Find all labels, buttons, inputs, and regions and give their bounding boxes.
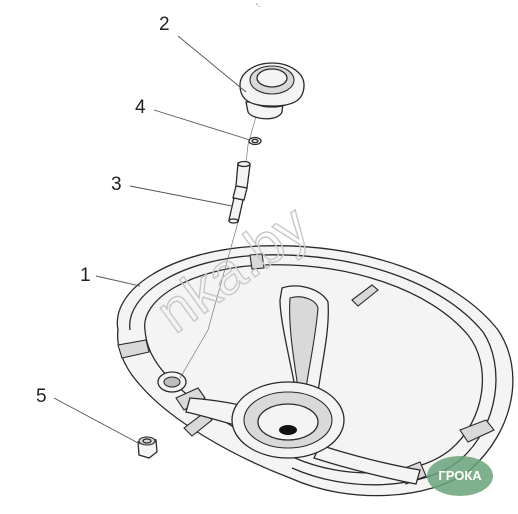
part-4-ring bbox=[248, 136, 262, 146]
top-mark: "- bbox=[256, 4, 260, 10]
site-badge: ГРОКА bbox=[427, 456, 493, 496]
hub-hole bbox=[279, 425, 297, 435]
part-1-steering-wheel bbox=[116, 245, 514, 497]
leader-2 bbox=[177, 35, 247, 93]
callout-4: 4 bbox=[135, 97, 146, 118]
part-2-cap bbox=[239, 62, 305, 120]
callout-2: 2 bbox=[159, 14, 170, 35]
callout-1: 1 bbox=[80, 265, 91, 286]
leader-3 bbox=[129, 185, 233, 207]
badge-label: ГРОКА bbox=[438, 468, 482, 483]
part-5-nut bbox=[137, 436, 158, 459]
callout-3: 3 bbox=[111, 174, 122, 195]
leader-4 bbox=[153, 109, 251, 141]
leader-5 bbox=[53, 397, 141, 445]
badge-background bbox=[427, 456, 493, 496]
callout-5: 5 bbox=[36, 386, 47, 407]
part-3-pin bbox=[228, 160, 251, 224]
leader-1 bbox=[95, 275, 141, 287]
